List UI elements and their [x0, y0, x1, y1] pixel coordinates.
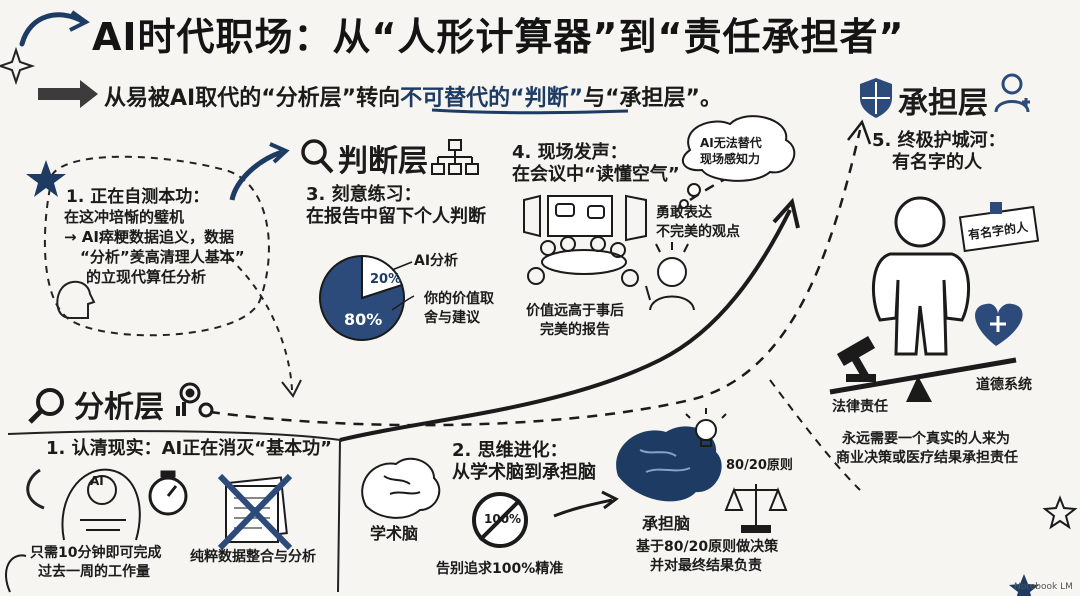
heart-icon: [975, 303, 1023, 346]
layer-responsibility: 承担层: [898, 86, 988, 121]
swoosh-arrowhead-icon: [69, 10, 90, 32]
subtitle: 从易被AI取代的“分析层”转向不可替代的“判断”与“承担层”。: [104, 80, 722, 112]
analysis-magnifier-icon: [36, 388, 64, 416]
ai-robot-icon: [61, 468, 141, 541]
pie-value-20: 20%: [370, 272, 402, 287]
growth-curve-arrow: [339, 209, 792, 442]
bubble-line-2: 现场感知力: [700, 152, 761, 166]
bearer-label: 承担脑: [642, 514, 691, 533]
section5-caption-1: 永远需要一个真实的人来为: [842, 431, 1010, 447]
magnifier-icon: [301, 139, 327, 165]
gavel-icon: [836, 335, 876, 382]
section2-heading-2: 从学术脑到承担脑: [452, 462, 596, 483]
subtitle-suffix: 与“承担层”。: [583, 86, 722, 111]
layer-judgment: 判断层: [338, 144, 428, 179]
analysis-caption-right: 纯粹数据整合与分析: [190, 549, 316, 565]
section1-line-3: “分析”羑高清理人基本”: [80, 248, 245, 266]
section4-heading-1: 4. 现场发声：: [512, 142, 628, 163]
hierarchy-icon: [431, 139, 479, 175]
star-filled-icon: [1009, 574, 1039, 596]
swoosh-arrow-icon: [19, 12, 87, 47]
academic-label: 学术脑: [370, 524, 419, 543]
page-title: AI时代职场：从“人形计算器”到“责任承担者”: [92, 15, 905, 59]
ai-label: AI: [90, 474, 104, 488]
highlight-underline: [431, 108, 629, 115]
no-100-percent-icon: [472, 492, 528, 548]
analysis-caption-left-1: 只需10分钟即可完成: [30, 545, 162, 561]
pie-label-ai: AI分析: [414, 253, 459, 269]
analysis-box: [7, 430, 342, 593]
value-line-2: 完美的报告: [540, 322, 610, 338]
seesaw-icon: [829, 357, 1017, 402]
bearer-caption-2: 并对最终结果负责: [650, 558, 762, 574]
section1-line-2: → AI瘁粳数据追义，数据: [64, 228, 234, 246]
dashed-arrow-down: [219, 249, 293, 391]
section2-heading-1: 2. 思维进化：: [452, 440, 568, 461]
name-tag: [958, 202, 1040, 253]
sparkle-icon: [0, 46, 36, 86]
stamp-100: 100%: [484, 512, 522, 526]
section3-heading-1: 3. 刻意练习：: [306, 184, 422, 205]
meeting-icon: [523, 194, 647, 287]
curve-arrow-to-judgment: [229, 149, 283, 201]
dashed-path-to-responsibility: [209, 129, 862, 427]
subtitle-prefix: 从易被AI取代的“分析层”转向: [104, 86, 401, 111]
star-outline-icon: [1042, 495, 1078, 530]
academic-brain-icon: [361, 457, 441, 519]
thought-bubble: [679, 115, 796, 209]
section1-line-1: 在这冲培惭的璧机: [64, 208, 185, 226]
section1-line-4: 的立现代算任分析: [86, 268, 207, 286]
analysis-caption-left-2: 过去一周的工作量: [38, 564, 150, 580]
stopwatch-icon: [148, 470, 188, 516]
watermark: Notebook LM: [1014, 582, 1073, 592]
star-icon: [26, 160, 66, 197]
brave-line-1: 勇敢表达: [656, 205, 712, 221]
bubble-line-1: AI无法替代: [700, 136, 762, 150]
rule-label: 80/20原则: [726, 458, 793, 473]
section5-heading-1: 5. 终极护城河：: [872, 130, 1006, 151]
pie-label-yours-1: 你的价值取: [424, 291, 494, 307]
brave-line-2: 不完美的观点: [656, 224, 740, 240]
crossed-documents-icon: [217, 473, 293, 551]
legal-label: 法律责任: [832, 399, 888, 415]
pie-value-80: 80%: [344, 310, 383, 329]
pie-label-yours-2: 舍与建议: [424, 310, 480, 326]
section4-heading-2: 在会议中“读懂空气”: [512, 164, 680, 185]
section1-heading: 1. 正在自测本功：: [66, 187, 210, 207]
lightbulb-icon: [685, 408, 727, 447]
farewell-label: 告别追求100%精准: [436, 561, 564, 577]
subtitle-highlight: 不可替代的“判断”: [400, 86, 584, 111]
bearer-caption-1: 基于80/20原则做决策: [636, 539, 779, 555]
subtitle-arrow-icon: [38, 80, 98, 108]
shield-icon: [860, 78, 892, 118]
value-line-1: 价值远高于事后: [526, 303, 624, 319]
section1-dashed-bubble: [43, 155, 270, 337]
speaking-person-icon: [645, 242, 695, 311]
section5-caption-2: 商业决策或医疗结果承担责任: [836, 450, 1018, 466]
bearer-brain-icon: [616, 426, 722, 502]
layer-analysis: 分析层: [74, 390, 164, 425]
ethics-label: 道德系统: [976, 377, 1032, 393]
standing-person-icon: [871, 196, 971, 356]
pie-slice-1: [319, 254, 405, 341]
person-plus-icon: [994, 73, 1030, 113]
head-profile-icon: [56, 280, 96, 319]
section3-heading-2: 在报告中留下个人判断: [306, 206, 486, 227]
gear-icon: [179, 382, 214, 418]
pie-chart: [319, 254, 405, 341]
balance-scale-icon: [724, 484, 788, 533]
analysis-heading: 1. 认清现实：AI正在消灭“基本功”: [46, 438, 332, 459]
section5-heading-2: 有名字的人: [892, 152, 982, 173]
